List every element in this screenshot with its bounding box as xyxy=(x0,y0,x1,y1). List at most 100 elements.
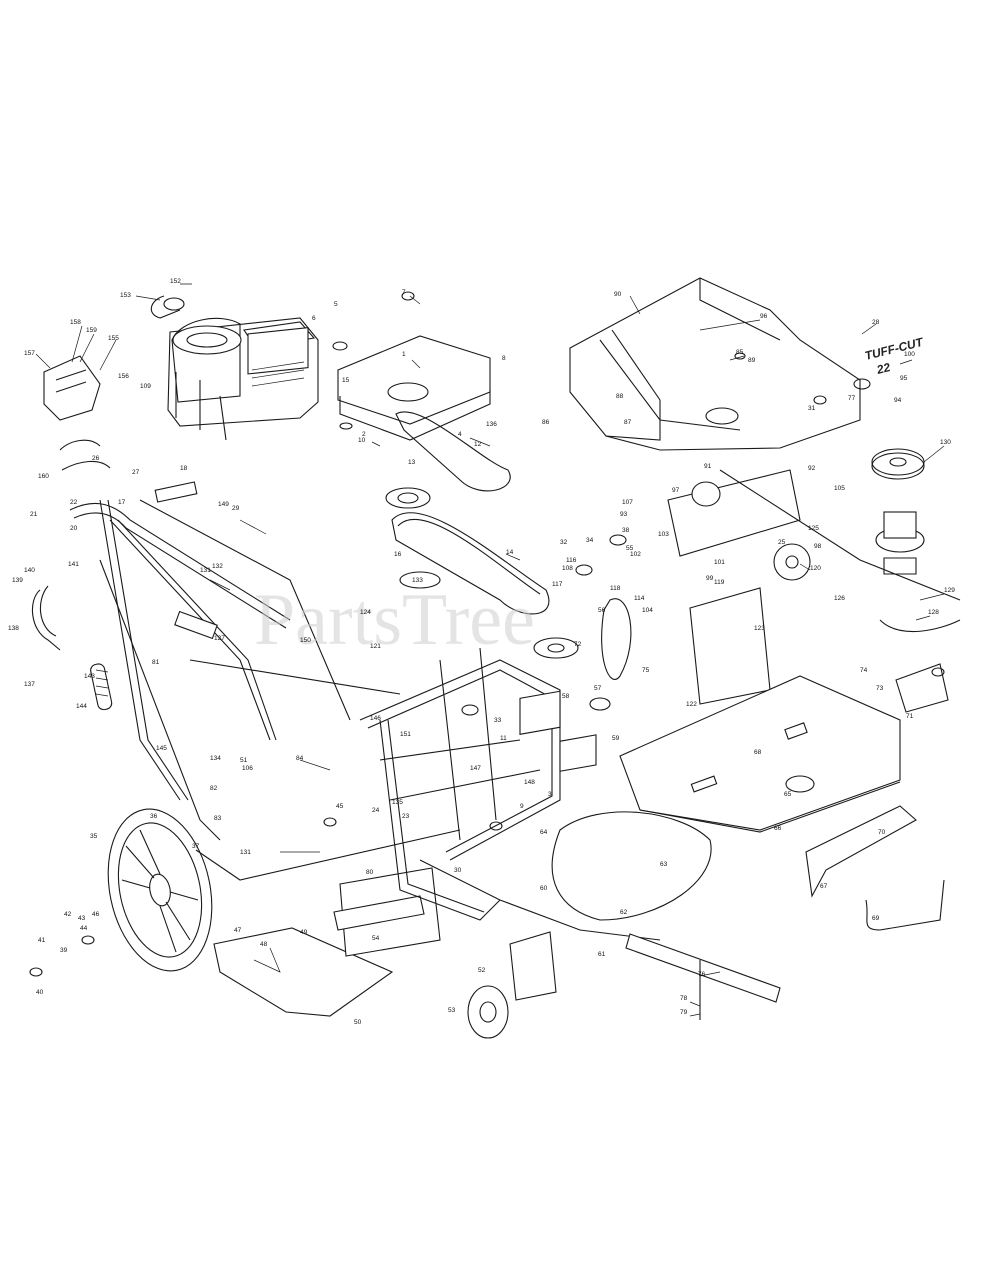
callout: 3 xyxy=(548,791,552,798)
callout: 129 xyxy=(944,587,955,594)
callout: 53 xyxy=(448,1007,456,1014)
callout: 145 xyxy=(156,745,167,752)
callout: 46 xyxy=(92,911,100,918)
callout: 77 xyxy=(848,395,856,402)
callout: 76 xyxy=(698,971,706,978)
callout: 65 xyxy=(784,791,792,798)
callout: 17 xyxy=(118,499,126,506)
callout: 137 xyxy=(24,681,35,688)
callout: 151 xyxy=(400,731,411,738)
callout: 5 xyxy=(334,301,338,308)
callout: 127 xyxy=(214,635,225,642)
callout: 132 xyxy=(212,563,223,570)
callout: 148 xyxy=(524,779,535,786)
callout: 120 xyxy=(810,565,821,572)
callout: 131 xyxy=(200,567,211,574)
callout: 94 xyxy=(894,397,902,404)
engine-assembly xyxy=(150,295,319,441)
callout: 40 xyxy=(36,989,44,996)
callout: 21 xyxy=(30,511,38,518)
callout: 133 xyxy=(412,577,423,584)
callout: 44 xyxy=(80,925,88,932)
brand-logo-tuffcut: TUFF-CUT xyxy=(863,335,926,363)
callout: 105 xyxy=(834,485,845,492)
callout: 49 xyxy=(300,929,308,936)
callout: 87 xyxy=(624,419,632,426)
callout: 66 xyxy=(774,825,782,832)
callout: 106 xyxy=(242,765,253,772)
callout: 15 xyxy=(342,377,350,384)
callout: 139 xyxy=(12,577,23,584)
callout: 152 xyxy=(170,278,181,285)
callout: 57 xyxy=(594,685,602,692)
callout: 20 xyxy=(70,525,78,532)
callout: 140 xyxy=(24,567,35,574)
cutting-deck xyxy=(551,675,901,921)
callout: 123 xyxy=(754,625,765,632)
callout: 26 xyxy=(92,455,100,462)
callout: 155 xyxy=(108,335,119,342)
callout: 48 xyxy=(260,941,268,948)
callout: 74 xyxy=(860,667,868,674)
callout: 13 xyxy=(408,459,416,466)
callout: 41 xyxy=(38,937,46,944)
cutting-blade xyxy=(625,933,781,1020)
callout: 92 xyxy=(808,465,816,472)
callout: 118 xyxy=(610,585,621,592)
callout: 47 xyxy=(234,927,242,934)
callout: 4 xyxy=(458,431,462,438)
callout: 43 xyxy=(78,915,86,922)
callout: 80 xyxy=(366,869,374,876)
callout: 108 xyxy=(562,565,573,572)
callout: 147 xyxy=(470,765,481,772)
callout: 34 xyxy=(586,537,594,544)
callout: 61 xyxy=(598,951,606,958)
callout: 45 xyxy=(336,803,344,810)
callout: 81 xyxy=(152,659,160,666)
callout: 122 xyxy=(686,701,697,708)
callout: 8 xyxy=(502,355,506,362)
callout: 91 xyxy=(704,463,712,470)
callout: 24 xyxy=(372,807,380,814)
engine-mount-plate xyxy=(337,335,491,441)
callout: 55 xyxy=(626,545,634,552)
callout: 14 xyxy=(506,549,514,556)
callout: 70 xyxy=(878,829,886,836)
callout: 37 xyxy=(192,843,200,850)
callout: 156 xyxy=(118,373,129,380)
callout: 68 xyxy=(754,749,762,756)
callout: 52 xyxy=(478,967,486,974)
callout: 32 xyxy=(560,539,568,546)
callout: 89 xyxy=(748,357,756,364)
callout: 11 xyxy=(500,735,507,742)
callout: 7 xyxy=(402,289,406,296)
callout: 38 xyxy=(622,527,630,534)
callout: 86 xyxy=(542,419,550,426)
callout: 85 xyxy=(736,349,744,356)
callout: 36 xyxy=(150,813,158,820)
callout: 138 xyxy=(8,625,19,632)
callout: 93 xyxy=(620,511,628,518)
callout: 54 xyxy=(372,935,380,942)
front-caster-wheel xyxy=(467,931,557,1039)
callout: 42 xyxy=(64,911,72,918)
leader-lines xyxy=(35,283,945,1017)
handle-bar-assembly xyxy=(31,355,401,841)
callout: 75 xyxy=(642,667,650,674)
callout: 153 xyxy=(120,292,131,299)
callout: 18 xyxy=(180,465,188,472)
callout: 62 xyxy=(620,909,628,916)
callout: 9 xyxy=(520,803,524,810)
callout: 95 xyxy=(900,375,908,382)
callout: 67 xyxy=(820,883,828,890)
callout: 102 xyxy=(630,551,641,558)
callout: 146 xyxy=(370,715,381,722)
callout: 116 xyxy=(566,557,577,564)
callout: 27 xyxy=(132,469,140,476)
callout: 160 xyxy=(38,473,49,480)
callout: 149 xyxy=(218,501,229,508)
callout: 99 xyxy=(706,575,714,582)
callout: 16 xyxy=(394,551,402,558)
